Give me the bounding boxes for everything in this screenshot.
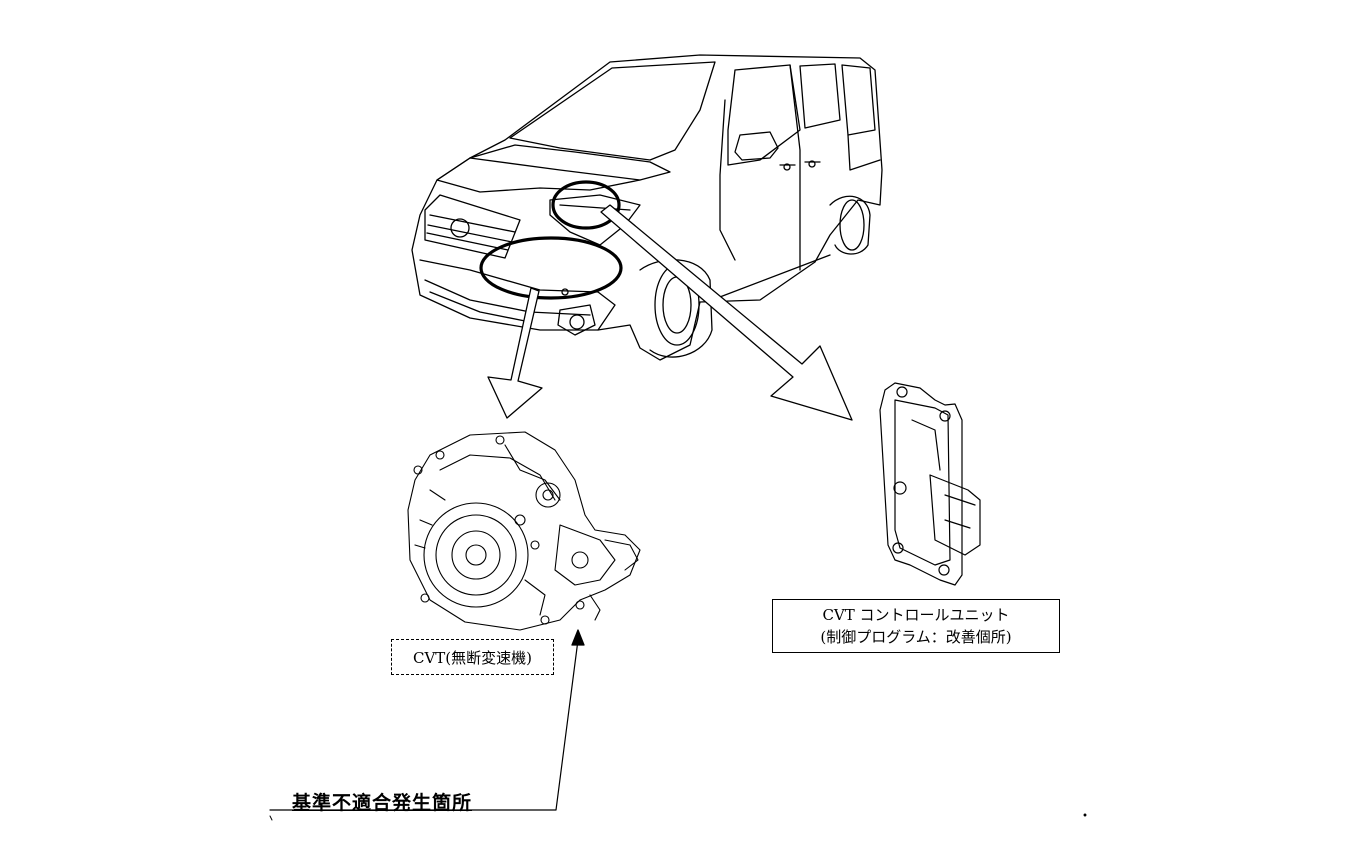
bumper-highlight-circle (479, 236, 623, 300)
ecu-label-line1: CVT コントロールユニット (822, 606, 1010, 624)
nonconformance-pointer (269, 629, 585, 811)
cvt-label: CVT(無断変速機) (391, 639, 554, 675)
ecu-label: CVT コントロールユニット (制御プログラム：改善個所) (772, 599, 1060, 653)
nonconformance-location-label: 基準不適合発生箇所 (292, 792, 473, 814)
arrow-to-ecu (600, 204, 853, 421)
minivan-illustration (411, 54, 883, 361)
ecu-label-line2: (制御プログラム：改善個所) (820, 628, 1012, 646)
cvt-label-text: CVT(無断変速機) (412, 649, 533, 667)
cvt-control-unit-illustration (879, 382, 981, 586)
headlight-highlight-circle (551, 180, 621, 230)
arrow-to-cvt (487, 287, 543, 419)
cvt-transmission-illustration (407, 431, 641, 631)
